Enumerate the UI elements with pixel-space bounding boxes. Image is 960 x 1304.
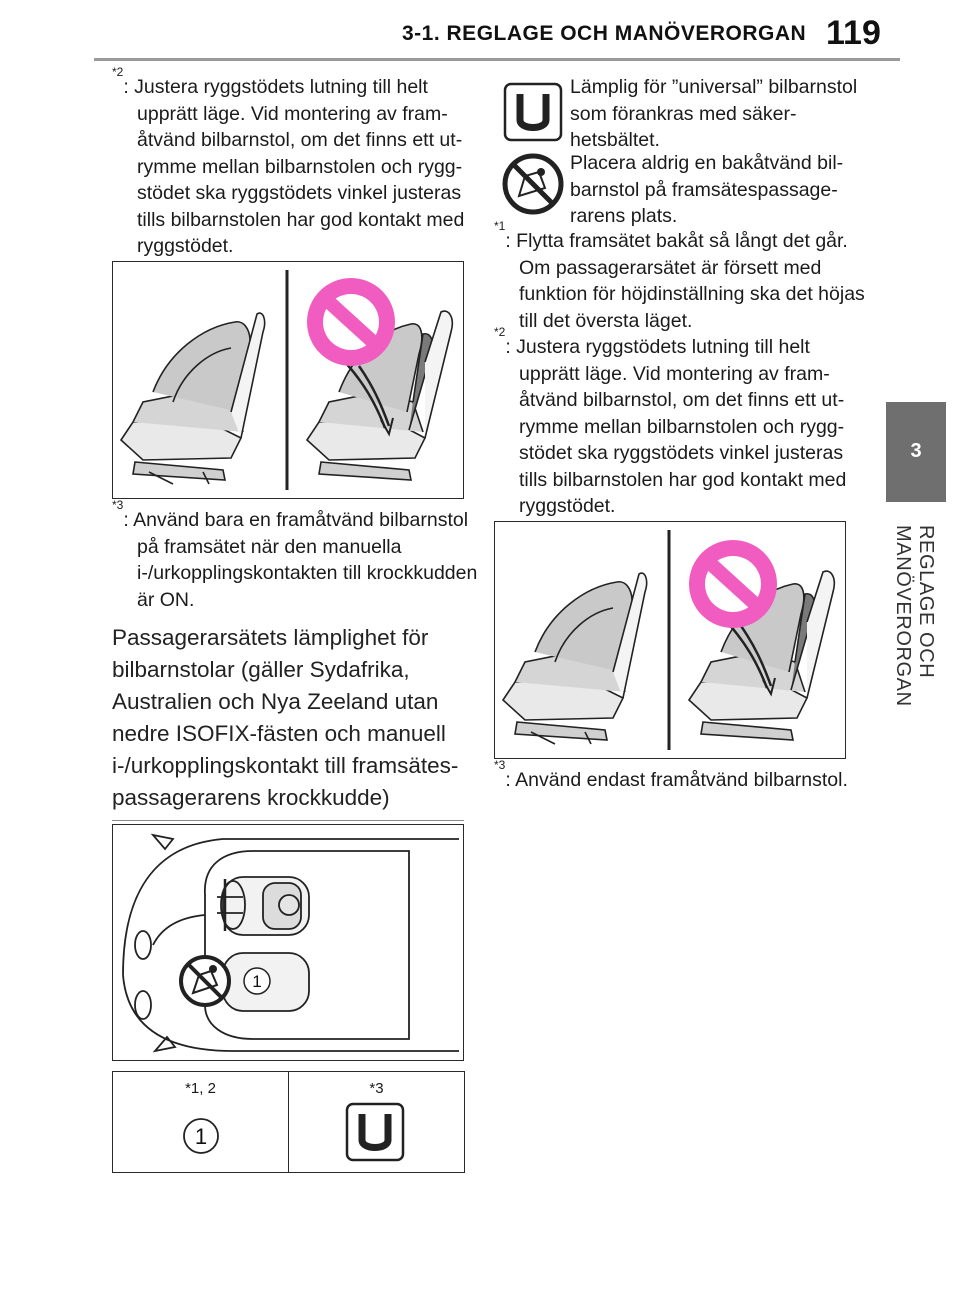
note-3-right: *3: Använd endast framåtvänd bilbarn­sto… xyxy=(494,759,871,794)
table-ref: *1, 2 xyxy=(185,1080,216,1097)
child-seat-figure-right xyxy=(494,521,846,759)
child-seat-illustration xyxy=(501,530,836,750)
note-3-left: *3: Använd bara en framåtvänd bilbarn­st… xyxy=(112,499,489,613)
child-seat-gap xyxy=(305,310,454,481)
chapter-title-vertical: REGLAGE OCH MANÖVERORGAN xyxy=(892,525,937,707)
note-text: : Flytta framsätet bakåt så långt det gå… xyxy=(505,230,865,332)
note-marker: *2 xyxy=(112,65,124,79)
note-marker: *2 xyxy=(494,325,506,339)
note-2-left: *2: Justera ryggstödets lutning till hel… xyxy=(112,66,489,260)
table-ref: *3 xyxy=(369,1080,384,1097)
suitability-table: *1, 2 1 *3 xyxy=(112,1071,465,1173)
note-marker: *1 xyxy=(494,219,506,233)
no-rear-facing-seat-icon xyxy=(179,955,231,1007)
note-text: : Justera ryggstödets lutning till helt … xyxy=(505,336,847,517)
prohibition-icon xyxy=(307,278,395,366)
section-title: 3-1. REGLAGE OCH MANÖVERORGAN xyxy=(402,22,807,45)
legend-no-rear-facing-text: Placera aldrig en bakåtvänd bil­barnstol… xyxy=(570,152,844,227)
table-col-front-seat-3: *3 xyxy=(289,1072,464,1172)
no-rear-facing-seat-icon xyxy=(502,153,564,215)
child-seat-illustration xyxy=(119,270,454,490)
table-col-front-seat-1: *1, 2 1 xyxy=(113,1072,289,1172)
svg-text:1: 1 xyxy=(252,972,261,991)
chapter-tab: 3 xyxy=(886,402,946,502)
legend-universal-text: Lämplig för ”universal” bilbarn­stol som… xyxy=(570,76,858,151)
page-number: 119 xyxy=(826,14,881,52)
child-seat-figure-left xyxy=(112,261,464,499)
prohibition-icon xyxy=(689,540,777,628)
note-text: : Använd bara en framåtvänd bilbarn­stol… xyxy=(123,509,478,611)
page-header: 3-1. REGLAGE OCH MANÖVERORGAN 119 xyxy=(0,0,960,64)
svg-text:1: 1 xyxy=(195,1124,207,1149)
chapter-number: 3 xyxy=(910,440,922,462)
note-marker: *3 xyxy=(494,758,506,772)
note-2-right: *2: Justera ryggstödets lutning till hel… xyxy=(494,326,871,520)
section-heading: Passagerarsätets lämplighet för bil­barn… xyxy=(112,622,464,821)
car-top-view-figure: 1 xyxy=(112,824,464,1061)
note-text: : Använd endast framåtvänd bilbarn­stol. xyxy=(505,769,848,791)
car-top-view-illustration: 1 xyxy=(122,833,459,1053)
universal-u-icon xyxy=(503,82,563,142)
note-marker: *3 xyxy=(112,498,124,512)
universal-u-icon xyxy=(345,1102,405,1162)
note-1-right: *1: Flytta framsätet bakåt så långt det … xyxy=(494,220,871,334)
seat-label-1: 1 xyxy=(243,967,271,995)
header-rule xyxy=(94,58,900,61)
seat-symbol-1: 1 xyxy=(183,1118,219,1154)
note-text: : Justera ryggstödets lutning till helt … xyxy=(123,76,465,257)
child-seat-correct xyxy=(119,312,266,485)
